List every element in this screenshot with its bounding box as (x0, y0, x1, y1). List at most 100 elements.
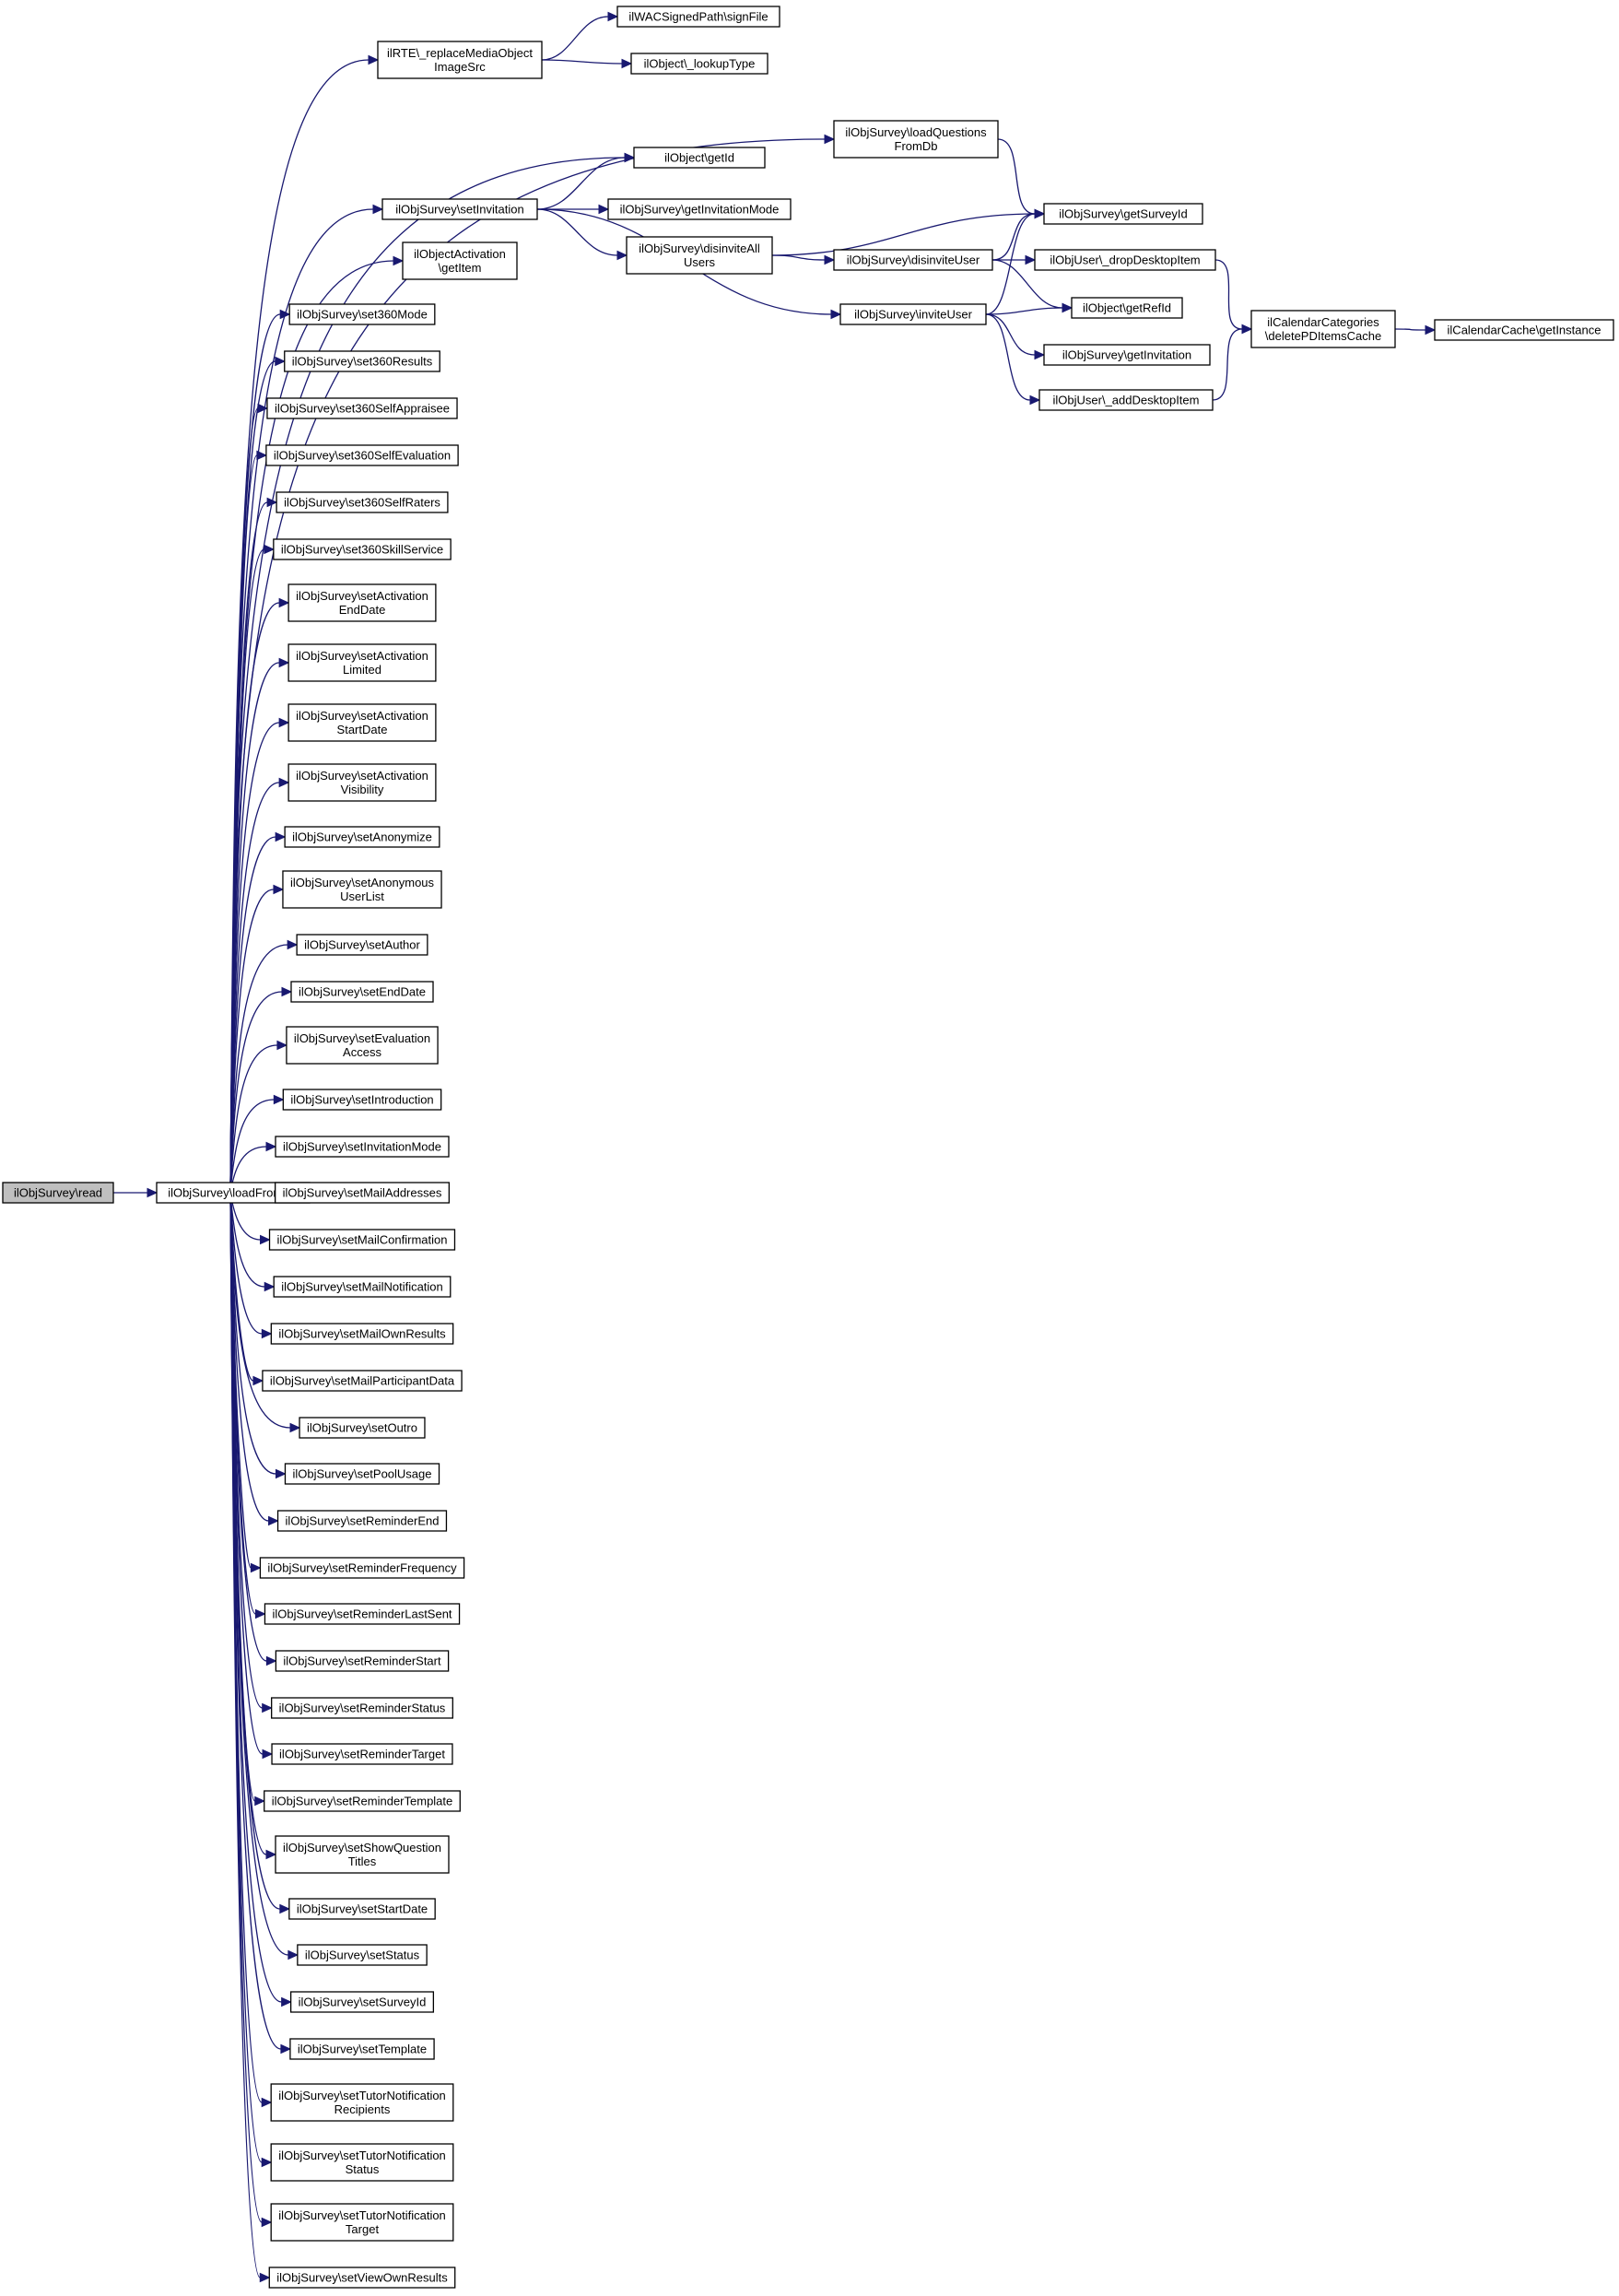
node-label: ilObjSurvey\setTutorNotification (278, 2208, 446, 2222)
node-box (268, 1229, 456, 1251)
node-label: ilObjSurvey\setEndDate (299, 985, 426, 999)
node-set-template[interactable]: ilObjSurvey\setTemplate (289, 2038, 435, 2060)
node-set-outro[interactable]: ilObjSurvey\setOutro (299, 1417, 426, 1439)
node-label: Titles (348, 1854, 377, 1868)
node-box (270, 2143, 454, 2182)
node-label: ilObjSurvey\setMailConfirmation (277, 1233, 448, 1247)
edge-load-from-db-to-set360-self-appraisee (229, 403, 269, 1194)
node-cal-categories[interactable]: ilCalendarCategories\deletePDItemsCache (1250, 310, 1396, 348)
node-set-end-date[interactable]: ilObjSurvey\setEndDate (290, 981, 434, 1003)
edge-load-from-db-to-set-author (229, 939, 299, 1194)
node-label: ilObjSurvey\setActivation (296, 709, 428, 723)
node-set-reminder-start[interactable]: ilObjSurvey\setReminderStart (275, 1650, 450, 1672)
node-label: ilObjSurvey\setInvitation (395, 203, 523, 217)
node-set-reminder-status[interactable]: ilObjSurvey\setReminderStatus (271, 1697, 453, 1719)
edge-invite-user-to-get-invitation (985, 313, 1046, 360)
node-set360-self-raters[interactable]: ilObjSurvey\set360SelfRaters (276, 491, 449, 513)
node-set360-results[interactable]: ilObjSurvey\set360Results (284, 350, 440, 372)
node-drop-desktop[interactable]: ilObjUser\_dropDesktopItem (1034, 249, 1216, 271)
node-set360-mode[interactable]: ilObjSurvey\set360Mode (288, 303, 436, 325)
node-get-ref-id[interactable]: ilObject\getRefId (1071, 297, 1183, 319)
node-set-reminder-target[interactable]: ilObjSurvey\setReminderTarget (271, 1743, 453, 1765)
node-box (284, 1463, 440, 1485)
node-set-mail-notification[interactable]: ilObjSurvey\setMailNotification (273, 1276, 452, 1298)
node-label: ilObject\getId (664, 151, 734, 165)
node-box (297, 1944, 428, 1966)
node-box (839, 303, 987, 325)
node-set-tutor-notification-recipients[interactable]: ilObjSurvey\setTutorNotificationRecipien… (270, 2083, 454, 2122)
node-cal-cache[interactable]: ilCalendarCache\getInstance (1434, 319, 1614, 341)
node-load-from-db[interactable]: ilObjSurvey\loadFromDb (156, 1182, 311, 1204)
node-set-view-own-results[interactable]: ilObjSurvey\setViewOwnResults (268, 2267, 456, 2289)
node-set-invitation[interactable]: ilObjSurvey\setInvitation (381, 198, 538, 220)
node-get-survey-id[interactable]: ilObjSurvey\getSurveyId (1043, 203, 1203, 225)
node-get-invitation-mode[interactable]: ilObjSurvey\getInvitationMode (607, 198, 792, 220)
node-add-desktop[interactable]: ilObjUser\_addDesktopItem (1038, 389, 1214, 411)
edge-invite-user-to-add-desktop (985, 313, 1041, 406)
node-set-invitation-mode[interactable]: ilObjSurvey\setInvitationMode (275, 1136, 450, 1158)
node-set-mail-confirmation[interactable]: ilObjSurvey\setMailConfirmation (268, 1229, 456, 1251)
node-label: ilObjSurvey\set360SelfEvaluation (274, 449, 451, 463)
node-label: ilObjSurvey\getSurveyId (1059, 207, 1187, 221)
node-label: ilObjSurvey\setReminderEnd (286, 1514, 440, 1528)
node-label: ilObjSurvey\setStartDate (297, 1902, 428, 1916)
node-box (1250, 310, 1396, 348)
node-set-mail-participant-data[interactable]: ilObjSurvey\setMailParticipantData (262, 1370, 463, 1392)
node-sign-file[interactable]: ilWACSignedPath\signFile (616, 6, 780, 28)
node-set-introduction[interactable]: ilObjSurvey\setIntroduction (282, 1089, 442, 1111)
node-label: ilObjSurvey\setAnonymize (292, 830, 432, 844)
call-edges (113, 11, 1437, 2283)
node-set-reminder-last-sent[interactable]: ilObjSurvey\setReminderLastSent (264, 1603, 461, 1625)
node-disinvite-user[interactable]: ilObjSurvey\disinviteUser (833, 249, 993, 271)
node-lookup-type[interactable]: ilObject\_lookupType (630, 53, 768, 75)
node-set360-self-evaluation[interactable]: ilObjSurvey\set360SelfEvaluation (265, 444, 459, 466)
node-set360-skill-service[interactable]: ilObjSurvey\set360SkillService (273, 538, 452, 560)
edge-load-from-db-to-replace-media (229, 54, 380, 1194)
node-label: ilCalendarCategories (1267, 315, 1379, 329)
edge-set-invitation-to-disinvite-all (536, 208, 628, 261)
node-set-survey-id[interactable]: ilObjSurvey\setSurveyId (289, 1991, 435, 2013)
node-obj-activation[interactable]: ilObjectActivation\getItem (402, 241, 518, 280)
node-set-mail-own-results[interactable]: ilObjSurvey\setMailOwnResults (270, 1323, 454, 1345)
node-box (633, 147, 766, 169)
node-set-mail-addresses[interactable]: ilObjSurvey\setMailAddresses (275, 1182, 450, 1204)
node-label: Limited (343, 663, 381, 677)
node-set-anonymize[interactable]: ilObjSurvey\setAnonymize (284, 826, 440, 848)
node-read[interactable]: ilObjSurvey\read (2, 1182, 114, 1204)
node-label: ilObjSurvey\getInvitation (1062, 348, 1191, 362)
node-set-reminder-frequency[interactable]: ilObjSurvey\setReminderFrequency (259, 1557, 465, 1579)
node-label: ilObjSurvey\setReminderFrequency (267, 1561, 457, 1575)
node-box (833, 249, 993, 271)
node-set-status[interactable]: ilObjSurvey\setStatus (297, 1944, 428, 1966)
edge-disinvite-user-to-drop-desktop (991, 254, 1037, 265)
node-box (259, 1557, 465, 1579)
node-set-author[interactable]: ilObjSurvey\setAuthor (296, 934, 428, 956)
edge-load-from-db-to-set-activation-limited (229, 657, 290, 1194)
node-get-invitation[interactable]: ilObjSurvey\getInvitation (1043, 344, 1211, 366)
node-label: ilWACSignedPath\signFile (628, 10, 768, 24)
node-label: ilRTE\_replaceMediaObject (387, 46, 533, 60)
node-set-reminder-template[interactable]: ilObjSurvey\setReminderTemplate (264, 1790, 461, 1812)
edge-replace-media-to-sign-file (541, 11, 619, 61)
node-label: ilObjSurvey\set360Results (292, 355, 433, 369)
node-box (273, 538, 452, 560)
node-get-id[interactable]: ilObject\getId (633, 147, 766, 169)
node-invite-user[interactable]: ilObjSurvey\inviteUser (839, 303, 987, 325)
node-set-start-date[interactable]: ilObjSurvey\setStartDate (288, 1898, 436, 1920)
node-set-pool-usage[interactable]: ilObjSurvey\setPoolUsage (284, 1463, 440, 1485)
node-set-reminder-end[interactable]: ilObjSurvey\setReminderEnd (276, 1510, 448, 1532)
node-set360-self-appraisee[interactable]: ilObjSurvey\set360SelfAppraisee (266, 397, 458, 419)
edge-cal-categories-to-cal-cache (1394, 324, 1437, 336)
